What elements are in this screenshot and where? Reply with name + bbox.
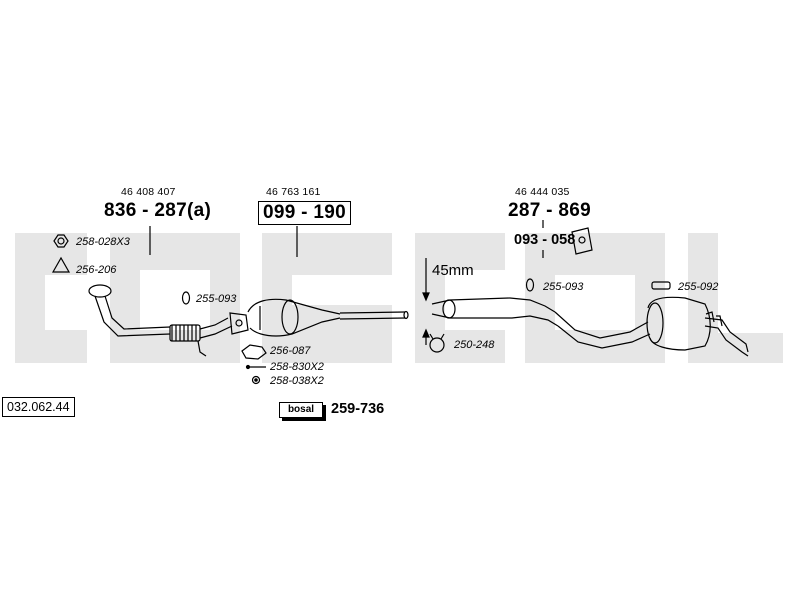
bosal-logo-box: bosal bbox=[279, 402, 323, 418]
part-255-092: 255-092 bbox=[678, 281, 719, 293]
part-255-093-middle: 255-093 bbox=[543, 281, 584, 293]
part-number-catalyst: 099 - 190 bbox=[258, 201, 351, 225]
part-250-248: 250-248 bbox=[454, 339, 495, 351]
part-259-736: 259-736 bbox=[331, 401, 385, 417]
assembly-code: 032.062.44 bbox=[2, 397, 75, 417]
oem-number-2: 46 763 161 bbox=[266, 186, 321, 198]
part-258-028: 258-028X3 bbox=[76, 236, 130, 248]
part-256-206: 256-206 bbox=[76, 264, 117, 276]
part-number-hanger: 093 - 058 bbox=[514, 232, 576, 248]
bosal-logo-text: bosal bbox=[287, 404, 315, 415]
part-number-middle-section: 287 - 869 bbox=[508, 200, 591, 221]
part-255-093-front: 255-093 bbox=[196, 293, 237, 305]
dimension-label: 45mm bbox=[432, 262, 474, 279]
part-258-038: 258-038X2 bbox=[270, 375, 324, 387]
part-258-830: 258-830X2 bbox=[270, 361, 324, 373]
oem-number-3: 46 444 035 bbox=[515, 186, 570, 198]
part-256-087: 256-087 bbox=[270, 345, 311, 357]
part-number-front-pipe: 836 - 287(a) bbox=[104, 200, 212, 221]
oem-number-1: 46 408 407 bbox=[121, 186, 176, 198]
